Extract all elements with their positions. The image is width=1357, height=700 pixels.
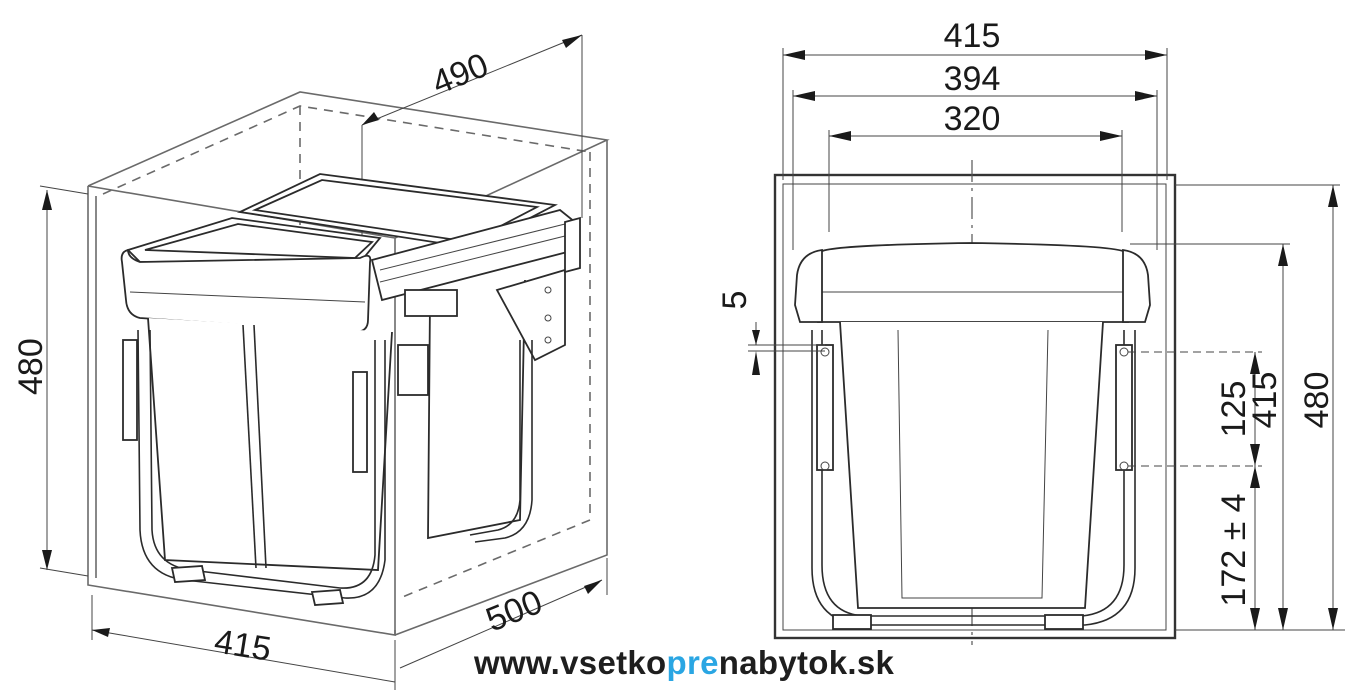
- dim-label-415-height: 415: [1246, 372, 1284, 429]
- dimension-415-height: 415: [1246, 244, 1288, 630]
- dim-label-480-front: 480: [1298, 372, 1336, 429]
- dimension-172: 172 ± 4: [1215, 466, 1260, 630]
- dim-label-394: 394: [944, 60, 1001, 98]
- cabinet-frame: [773, 173, 1177, 640]
- dim-label-320: 320: [944, 100, 1001, 138]
- dim-label-490: 490: [427, 46, 494, 102]
- dim-label-480-iso: 480: [12, 338, 50, 395]
- front-view: 415 394 320: [716, 17, 1345, 645]
- dimension-480-front: 480: [1298, 185, 1338, 630]
- dimension-125: 125: [1215, 352, 1260, 466]
- dim-label-172: 172 ± 4: [1215, 493, 1253, 606]
- cabinet-outline: [87, 91, 610, 636]
- website-url-part2: nabytok.sk: [718, 644, 895, 681]
- waste-bins-iso: [120, 173, 581, 606]
- dim-label-5: 5: [716, 291, 754, 310]
- dim-label-415-iso: 415: [212, 622, 274, 668]
- dim-label-125: 125: [1215, 381, 1253, 438]
- website-url: www.vsetkoprenabytok.sk: [474, 644, 894, 688]
- dimension-415-iso: 415: [91, 595, 396, 690]
- dim-label-415-top: 415: [944, 17, 1001, 55]
- dimension-394: 394: [792, 60, 1158, 250]
- dim-label-500: 500: [481, 583, 548, 639]
- website-url-part1: www.vsetko: [474, 644, 667, 681]
- website-url-accent: pre: [666, 644, 719, 681]
- dimension-480-iso: 480: [12, 185, 89, 577]
- dimension-320: 320: [828, 100, 1123, 232]
- dimension-5: 5: [716, 291, 825, 375]
- dimension-415-front: 415: [782, 17, 1168, 180]
